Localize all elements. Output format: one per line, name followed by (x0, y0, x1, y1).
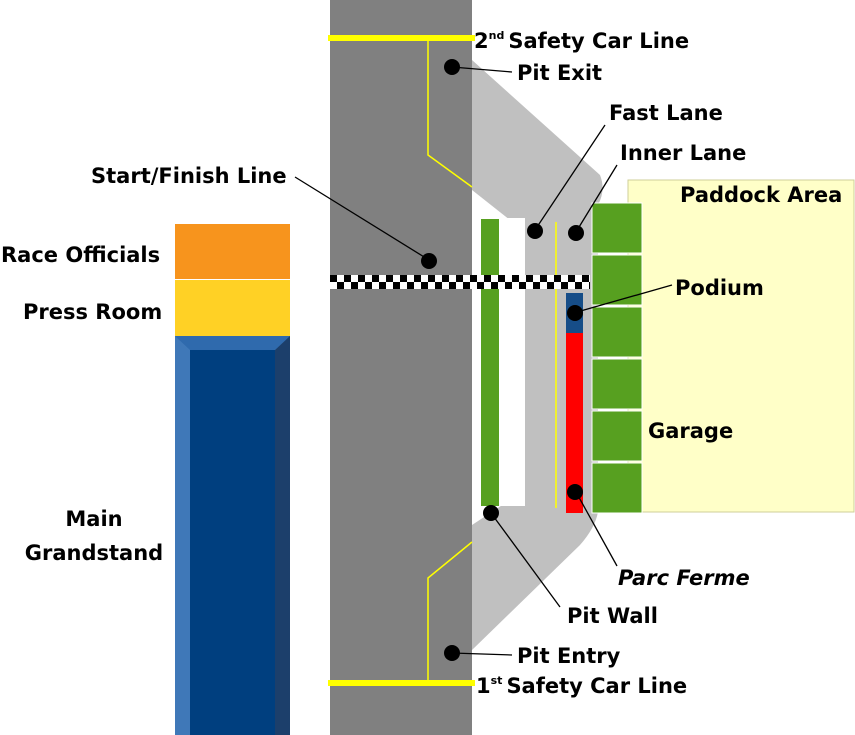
checker-square (498, 275, 505, 282)
pit-entry-leader (451, 652, 513, 656)
checker-square (372, 275, 379, 282)
race-officials-label: Race Officials (1, 243, 160, 267)
garage-box (591, 254, 643, 306)
fast-lane-leader (534, 124, 606, 231)
garage-box (591, 410, 643, 462)
fast-lane-marker (527, 223, 543, 239)
checker-square (365, 282, 372, 289)
checker-square (449, 282, 456, 289)
pit-wall-marker (483, 505, 499, 521)
pit-wall (481, 219, 499, 506)
checker-square (386, 275, 393, 282)
parc-ferme-leader (575, 491, 618, 567)
checker-square (582, 275, 589, 282)
checker-square (379, 282, 386, 289)
checker-square (575, 282, 582, 289)
checker-square (526, 275, 533, 282)
garage-box (591, 306, 643, 358)
garage-label: Garage (648, 419, 733, 443)
pit-exit-marker (444, 59, 460, 75)
pit-wall-label: Pit Wall (567, 604, 658, 628)
checker-square (337, 282, 344, 289)
garage-box (591, 358, 643, 410)
checker-square (505, 282, 512, 289)
checker-square (540, 275, 547, 282)
paddock-area (627, 179, 855, 513)
podium-marker (567, 305, 583, 321)
pit-wall-leader (490, 512, 561, 608)
pit-entry-label: Pit Entry (517, 644, 621, 668)
inner-lane-leader (575, 164, 618, 233)
start-finish-leader (294, 176, 430, 261)
checker-square (463, 282, 470, 289)
paddock-area-label: Paddock Area (680, 183, 842, 207)
pit-exit-label: Pit Exit (517, 61, 602, 85)
checker-square (344, 275, 351, 282)
checker-square (351, 282, 358, 289)
inner-lane-marker (568, 225, 584, 241)
main-track (330, 0, 472, 735)
checker-square (407, 282, 414, 289)
checker-square (589, 282, 590, 289)
checker-square (400, 275, 407, 282)
garage-block (591, 202, 643, 514)
checker-square (512, 275, 519, 282)
podium-label: Podium (675, 276, 764, 300)
checker-square (491, 282, 498, 289)
race-officials-building (175, 224, 290, 279)
checker-square (456, 275, 463, 282)
checker-square (568, 275, 575, 282)
parc-ferme (566, 333, 583, 513)
parc-ferme-marker (567, 484, 583, 500)
checker-square (533, 282, 540, 289)
garage-box (591, 202, 643, 254)
pit-exit-yellow-line (427, 38, 473, 188)
inner-lane-label: Inner Lane (620, 141, 746, 165)
start-finish-label: Start/Finish Line (91, 164, 287, 188)
checker-square (414, 275, 421, 282)
parc-ferme-label: Parc Ferme (618, 566, 750, 590)
checker-square (547, 282, 554, 289)
pit-entry-marker (444, 645, 460, 661)
checker-square (484, 275, 491, 282)
checker-square (428, 275, 435, 282)
main-grandstand-label-line1: Main (65, 507, 122, 531)
main-grandstand (175, 336, 290, 735)
safety-car-line-1 (328, 680, 475, 686)
press-room-label: Press Room (23, 300, 162, 324)
checker-square (330, 275, 337, 282)
press-room-building (175, 280, 290, 336)
checker-square (470, 275, 477, 282)
checker-square (435, 282, 442, 289)
fast-lane-label: Fast Lane (609, 101, 723, 125)
garage-box (591, 462, 643, 514)
safety-car-line-2 (328, 35, 475, 41)
checker-square (393, 282, 400, 289)
main-grandstand-label-line2: Grandstand (25, 541, 163, 565)
podium-leader (576, 284, 673, 313)
checker-square (358, 275, 365, 282)
pit-entry-yellow-line (427, 541, 473, 683)
checker-square (421, 282, 428, 289)
checker-square (442, 275, 449, 282)
checker-square (561, 282, 568, 289)
start-finish-line (330, 275, 590, 289)
checker-square (477, 282, 484, 289)
checker-square (554, 275, 561, 282)
checker-square (519, 282, 526, 289)
start-finish-marker (421, 253, 437, 269)
pit-exit-leader (451, 66, 513, 73)
